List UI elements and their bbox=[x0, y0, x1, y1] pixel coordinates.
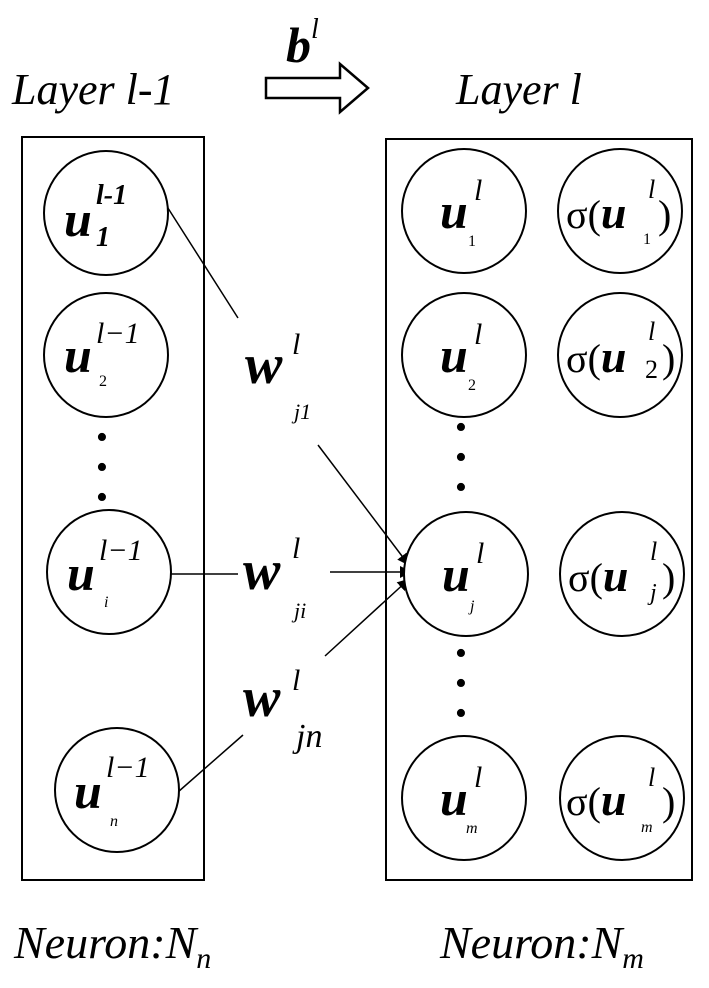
svg-text:l-1: l-1 bbox=[96, 180, 127, 211]
activation-m: σ(u l m ) bbox=[559, 735, 685, 861]
svg-text:u: u bbox=[74, 763, 102, 819]
svg-text:1: 1 bbox=[96, 222, 110, 253]
bias-label: bl bbox=[286, 14, 319, 73]
svg-text:•: • bbox=[96, 449, 108, 486]
svg-text:1: 1 bbox=[468, 233, 476, 250]
svg-text:•: • bbox=[455, 635, 467, 672]
svg-text:w: w bbox=[243, 667, 281, 729]
svg-text:σ(u: σ(u bbox=[568, 550, 628, 601]
svg-text:): ) bbox=[658, 192, 671, 237]
svg-text:u: u bbox=[67, 545, 95, 601]
svg-text:j: j bbox=[468, 598, 475, 615]
bias-arrow-icon bbox=[264, 61, 370, 115]
weight-label-ji: w l ji bbox=[243, 532, 306, 623]
weight-label-j1: w l j1 bbox=[245, 328, 311, 424]
activation-j: σ(u l j ) bbox=[559, 511, 685, 637]
left-layer-label: Layer l-1 bbox=[11, 65, 175, 114]
svg-text:): ) bbox=[662, 779, 675, 824]
svg-text:l: l bbox=[474, 318, 482, 351]
svg-text:1: 1 bbox=[643, 231, 651, 248]
svg-text:n: n bbox=[110, 813, 118, 830]
svg-text:2: 2 bbox=[468, 377, 476, 394]
svg-text:•: • bbox=[96, 419, 108, 456]
weight-connections bbox=[165, 204, 412, 793]
right-ellipsis-top: • • • bbox=[455, 409, 467, 506]
svg-text:m: m bbox=[466, 820, 478, 837]
svg-text:l: l bbox=[474, 174, 482, 207]
left-neuron-n: u l−1 n bbox=[54, 727, 180, 853]
svg-text:l−1: l−1 bbox=[99, 534, 143, 567]
left-neuron-i: u l−1 i bbox=[46, 509, 172, 635]
svg-text:•: • bbox=[455, 695, 467, 732]
svg-text:2: 2 bbox=[99, 373, 107, 390]
svg-text:l: l bbox=[292, 532, 300, 565]
right-neuron-2: u l 2 bbox=[401, 292, 527, 418]
left-layer-box bbox=[21, 136, 205, 881]
svg-text:l: l bbox=[650, 537, 657, 566]
left-ellipsis: • • • bbox=[96, 419, 108, 516]
left-neuron-2: u l−1 2 bbox=[43, 292, 169, 418]
right-layer-label: Layer l bbox=[455, 65, 582, 114]
svg-text:l−1: l−1 bbox=[106, 751, 150, 784]
activation-2: σ(u l 2 ) bbox=[557, 292, 683, 418]
svg-text:l: l bbox=[474, 761, 482, 794]
svg-text:l: l bbox=[476, 537, 484, 570]
connection-line-1-top bbox=[165, 204, 239, 319]
svg-text:l: l bbox=[292, 328, 300, 361]
svg-text:u: u bbox=[440, 770, 468, 826]
svg-text:•: • bbox=[96, 479, 108, 516]
connection-line-n-bottom bbox=[177, 734, 244, 793]
svg-text:l: l bbox=[648, 317, 655, 346]
left-neuron-1: u l-1 1 bbox=[43, 150, 169, 276]
weight-label-jn: w l jn bbox=[243, 664, 322, 755]
svg-text:2: 2 bbox=[645, 355, 658, 384]
svg-text:u: u bbox=[442, 546, 470, 602]
right-neuron-count: Neuron:Nm bbox=[439, 917, 644, 975]
svg-text:u: u bbox=[440, 183, 468, 239]
svg-text:j: j bbox=[647, 580, 657, 606]
right-neuron-m: u l m bbox=[401, 735, 527, 861]
svg-text:u: u bbox=[64, 327, 92, 383]
svg-text:σ(u: σ(u bbox=[566, 774, 626, 825]
svg-text:l: l bbox=[648, 175, 655, 204]
activation-1: σ(u l 1 ) bbox=[557, 148, 683, 274]
svg-text:jn: jn bbox=[292, 718, 322, 755]
svg-text:l: l bbox=[292, 664, 300, 697]
right-neuron-1: u l 1 bbox=[401, 148, 527, 274]
svg-text:l−1: l−1 bbox=[96, 317, 140, 350]
right-neuron-j: u l j bbox=[403, 511, 529, 637]
connection-line-1-bottom bbox=[317, 444, 410, 566]
svg-text:u: u bbox=[440, 327, 468, 383]
left-neuron-count: Neuron:Nn bbox=[13, 917, 211, 975]
svg-text:l: l bbox=[648, 763, 655, 792]
svg-text:): ) bbox=[662, 336, 675, 381]
svg-text:j1: j1 bbox=[291, 399, 311, 424]
svg-text:σ(u: σ(u bbox=[566, 187, 626, 238]
connection-line-n-top bbox=[324, 578, 410, 657]
svg-text:w: w bbox=[243, 540, 281, 602]
right-ellipsis-bottom: • • • bbox=[455, 635, 467, 732]
svg-text:m: m bbox=[641, 819, 653, 836]
svg-text:i: i bbox=[104, 594, 108, 611]
svg-text:ji: ji bbox=[291, 598, 306, 623]
svg-text:): ) bbox=[662, 555, 675, 600]
svg-text:•: • bbox=[455, 469, 467, 506]
svg-text:•: • bbox=[455, 439, 467, 476]
right-layer-box bbox=[385, 138, 693, 881]
svg-text:σ(u: σ(u bbox=[566, 331, 626, 382]
svg-text:•: • bbox=[455, 665, 467, 702]
svg-text:u: u bbox=[64, 191, 92, 247]
svg-text:w: w bbox=[245, 334, 283, 396]
svg-text:•: • bbox=[455, 409, 467, 446]
